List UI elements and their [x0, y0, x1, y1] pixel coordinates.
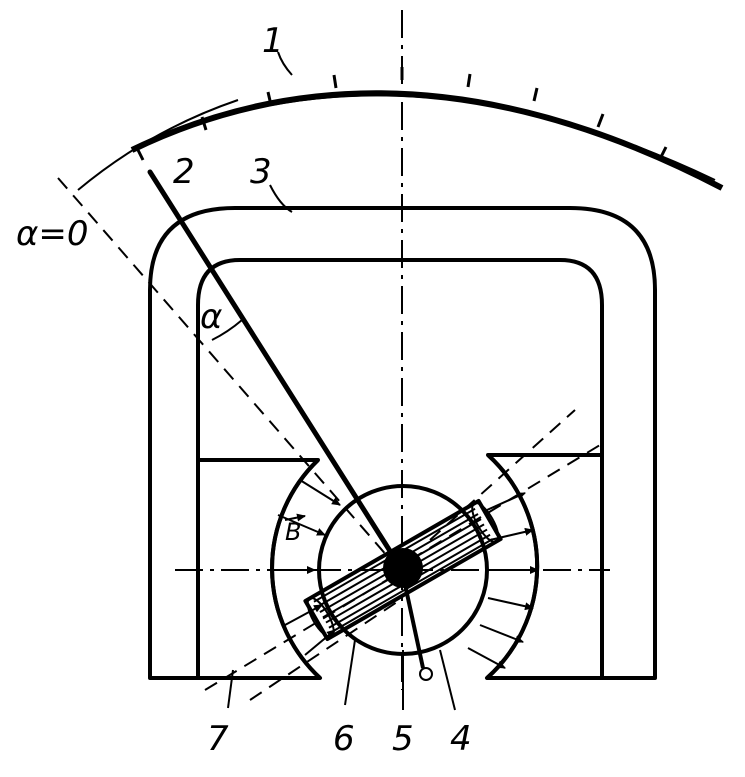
label-scale: 1 [262, 21, 284, 61]
coil-axis-upper [409, 444, 601, 561]
label-field: B [285, 518, 301, 546]
field-lines [270, 479, 539, 669]
label-angle-zero: α=0 [16, 214, 89, 254]
pivot-hub [383, 548, 423, 588]
coil-axis-lower-2 [249, 599, 401, 701]
label-magnet: 3 [250, 152, 272, 192]
label-core: 4 [450, 719, 472, 759]
label-pointer: 2 [173, 152, 195, 192]
zero-position-line [57, 177, 396, 566]
pole-piece-right [485, 453, 602, 680]
scale-arc [77, 67, 724, 191]
pointer [147, 169, 405, 573]
label-angle: α [200, 297, 222, 337]
angle-arc [211, 319, 243, 341]
label-pole-piece: 7 [207, 719, 229, 759]
field-vector-arrow [284, 513, 306, 522]
leader-lines [227, 51, 456, 711]
coil-axis-upper-2 [429, 409, 576, 541]
scale-ticks [135, 67, 668, 161]
label-spring: 5 [392, 719, 414, 759]
spring [401, 574, 433, 681]
label-coil: 6 [333, 719, 355, 759]
